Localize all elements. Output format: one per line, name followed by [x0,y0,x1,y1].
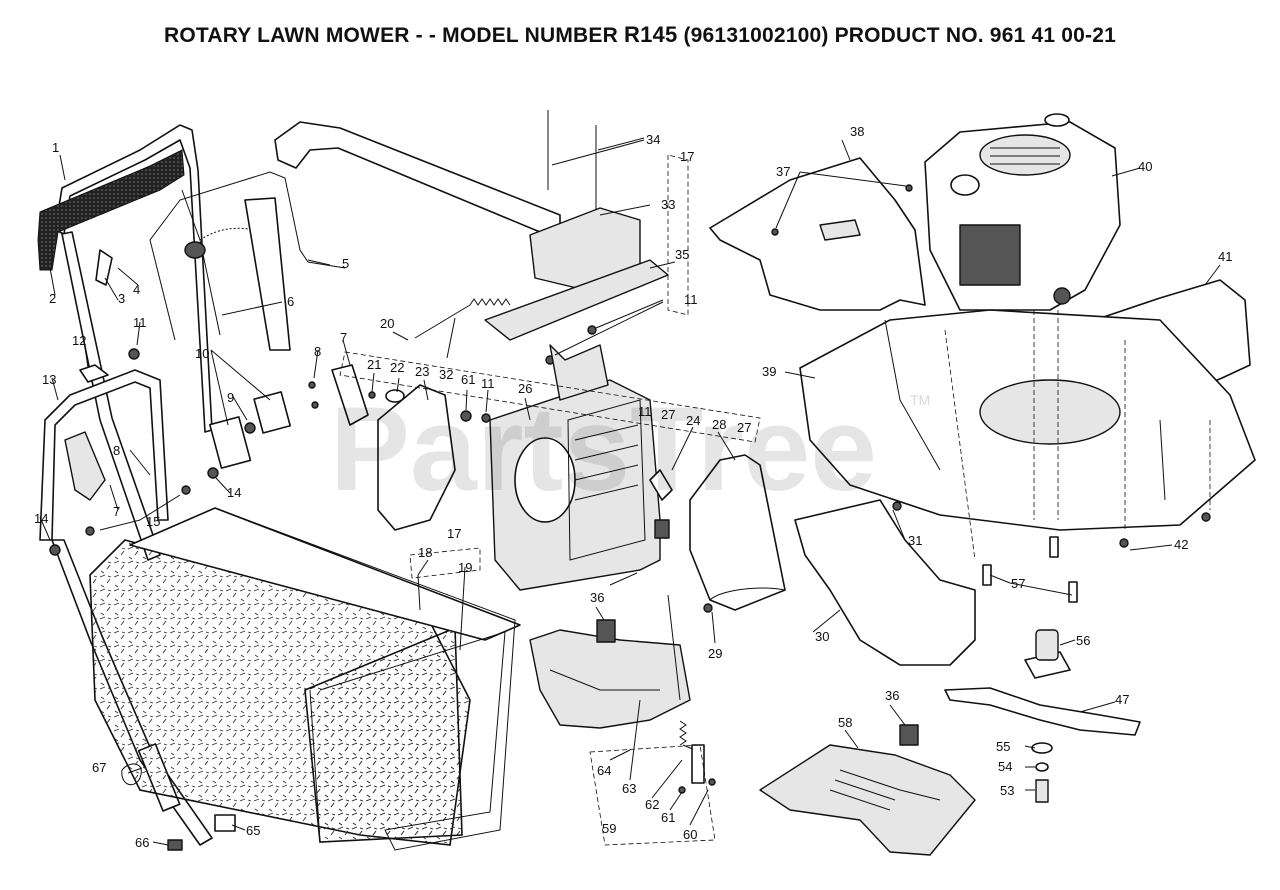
callout-3[interactable]: 3 [118,291,125,306]
blade-hardware [982,536,1078,679]
callout-17-top[interactable]: 17 [680,149,694,164]
callout-labels: 1 2 3 4 5 6 7 7 8 8 9 10 11 11 11 11 12 … [34,124,1232,850]
callout-17-bag[interactable]: 17 [447,526,461,541]
callout-15[interactable]: 15 [146,514,160,529]
title-suffix: (96131002100) PRODUCT NO. 961 41 00-21 [683,24,1116,47]
side-chute [649,454,786,613]
callout-54[interactable]: 54 [998,759,1012,774]
callout-58[interactable]: 58 [838,715,852,730]
blade [944,687,1141,736]
callout-12[interactable]: 12 [72,333,86,348]
callout-18[interactable]: 18 [418,545,432,560]
callout-29[interactable]: 29 [708,646,722,661]
callout-27-right[interactable]: 27 [737,420,751,435]
page-title: ROTARY LAWN MOWER - - MODEL NUMBER R145 … [0,22,1280,48]
callout-61-latch[interactable]: 61 [661,810,675,825]
callout-28[interactable]: 28 [712,417,726,432]
callout-26[interactable]: 26 [518,381,532,396]
callout-8-right[interactable]: 8 [314,344,321,359]
leader-lines [39,137,1221,846]
callout-63[interactable]: 63 [622,781,636,796]
callout-7-handle[interactable]: 7 [113,504,120,519]
discharge-tube [794,499,976,666]
spring [414,298,511,339]
top-handle-bar [274,110,669,365]
callout-10[interactable]: 10 [195,346,209,361]
callout-40[interactable]: 40 [1138,159,1152,174]
callout-34[interactable]: 34 [646,132,660,147]
callout-62[interactable]: 62 [645,797,659,812]
callout-20[interactable]: 20 [380,316,394,331]
watermark: PartsTree [330,382,877,516]
callout-41[interactable]: 41 [1218,249,1232,264]
callout-11-left[interactable]: 11 [133,315,147,330]
callout-57[interactable]: 57 [1011,576,1025,591]
callout-1[interactable]: 1 [52,140,59,155]
callout-66[interactable]: 66 [135,835,149,850]
watermark-tm: TM [910,392,930,408]
callout-67[interactable]: 67 [92,760,106,775]
title-model: R145 [624,22,678,47]
callout-7-bracket[interactable]: 7 [340,330,347,345]
callout-59[interactable]: 59 [602,821,616,836]
grass-catcher [89,507,521,851]
callout-30[interactable]: 30 [815,629,829,644]
callout-4[interactable]: 4 [133,282,140,297]
callout-23[interactable]: 23 [415,364,429,379]
callout-13[interactable]: 13 [42,372,56,387]
latch-parts [678,720,716,794]
callout-6[interactable]: 6 [287,294,294,309]
callout-36-cover[interactable]: 36 [885,688,899,703]
callout-60[interactable]: 60 [683,827,697,842]
rear-door [368,344,661,591]
parts-drawing [37,110,1256,856]
discharge-cover [759,724,976,856]
mulch-plate [529,594,691,729]
callout-64[interactable]: 64 [597,763,611,778]
callout-5[interactable]: 5 [342,256,349,271]
callout-24[interactable]: 24 [686,413,700,428]
callout-37[interactable]: 37 [776,164,790,179]
callout-27-left[interactable]: 27 [661,407,675,422]
callout-2[interactable]: 2 [49,291,56,306]
engine [924,113,1121,311]
title-prefix: ROTARY LAWN MOWER - - MODEL NUMBER [163,24,618,47]
control-bail [149,171,346,469]
callout-56[interactable]: 56 [1076,633,1090,648]
callout-14-mid[interactable]: 14 [227,485,241,500]
callout-47[interactable]: 47 [1115,692,1129,707]
callout-14-left[interactable]: 14 [34,511,48,526]
callout-11-door[interactable]: 11 [481,376,495,391]
callout-65[interactable]: 65 [246,823,260,838]
upper-handle [37,124,213,561]
callout-19[interactable]: 19 [458,560,472,575]
callout-61-door[interactable]: 61 [461,372,475,387]
callout-22[interactable]: 22 [390,360,404,375]
callout-36-mulch[interactable]: 36 [590,590,604,605]
top-cover [709,157,926,311]
callout-53[interactable]: 53 [1000,783,1014,798]
mower-deck [799,309,1256,548]
callout-33[interactable]: 33 [661,197,675,212]
callout-11-housing[interactable]: 11 [638,404,652,419]
callout-39[interactable]: 39 [762,364,776,379]
callout-55[interactable]: 55 [996,739,1010,754]
callout-11-bar[interactable]: 11 [684,292,698,307]
callout-35[interactable]: 35 [675,247,689,262]
callout-9[interactable]: 9 [227,390,234,405]
blade-bolt [1031,742,1053,803]
callout-42[interactable]: 42 [1174,537,1188,552]
left-hardware [49,249,369,851]
callout-32[interactable]: 32 [439,367,453,382]
callout-31[interactable]: 31 [908,533,922,548]
callout-38[interactable]: 38 [850,124,864,139]
callout-8-left[interactable]: 8 [113,443,120,458]
callout-21[interactable]: 21 [367,357,381,372]
